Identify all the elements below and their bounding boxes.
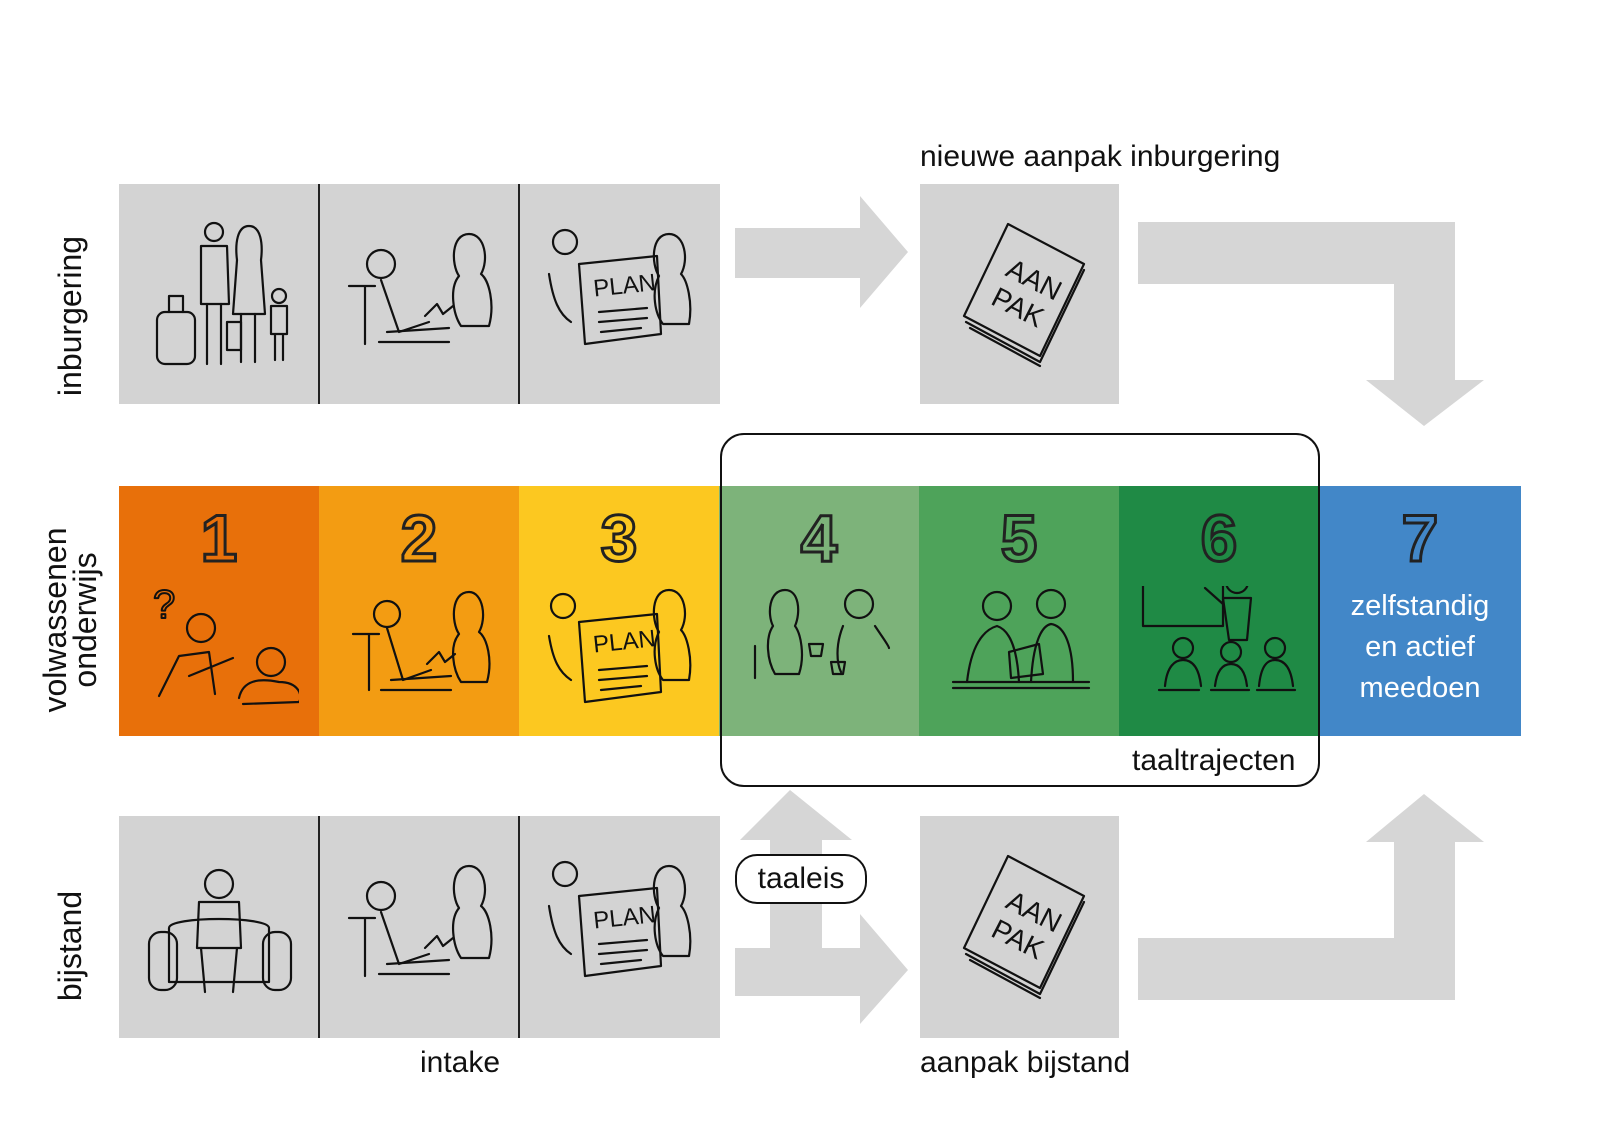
caption-aanpak-bijstand: aanpak bijstand bbox=[920, 1046, 1131, 1079]
conversation-at-desk-icon bbox=[351, 590, 491, 692]
plan-discussion-icon: PLAN bbox=[547, 228, 692, 346]
plan-label-stage: PLAN bbox=[592, 625, 657, 658]
arrow-top-elbow bbox=[1138, 222, 1484, 426]
caption-taaltrajecten: taaltrajecten bbox=[1132, 744, 1296, 777]
caption-intake: intake bbox=[420, 1046, 501, 1079]
final-stage-text: zelfstandig en actief meedoen bbox=[1350, 590, 1490, 704]
book-aanpak-icon: AAN PAK bbox=[962, 222, 1086, 368]
arrow-bottom-to-book bbox=[735, 914, 908, 1024]
plan-label: PLAN bbox=[592, 269, 657, 302]
svg-text:?: ? bbox=[153, 586, 175, 627]
arrow-top-to-book bbox=[735, 196, 908, 308]
taaltrajecten-frame bbox=[720, 433, 1320, 787]
top-book-panel: AAN PAK bbox=[920, 184, 1119, 404]
stage-2: 2 bbox=[319, 486, 519, 736]
stage-7: 7 zelfstandig en actief meedoen bbox=[1319, 486, 1521, 736]
confused-person-with-baby-icon: ? bbox=[152, 586, 299, 706]
person-on-couch-icon bbox=[147, 868, 293, 994]
stage-3: 3 PLAN bbox=[519, 486, 719, 736]
conversation-at-desk-icon bbox=[347, 232, 493, 346]
stage-6: 6 bbox=[1119, 486, 1319, 736]
family-with-luggage-icon bbox=[155, 221, 289, 366]
classroom-icon bbox=[1141, 586, 1297, 692]
plan-discussion-icon: PLAN bbox=[547, 588, 692, 704]
plan-discussion-icon: PLAN bbox=[547, 860, 692, 978]
bottom-panel-strip: PLAN bbox=[119, 816, 720, 1038]
plan-label: PLAN bbox=[592, 901, 657, 934]
caption-nieuwe-aanpak: nieuwe aanpak inburgering bbox=[920, 140, 1281, 173]
conversation-at-desk-icon bbox=[347, 864, 493, 978]
bottom-book-panel: AAN PAK bbox=[920, 816, 1119, 1038]
study-together-icon bbox=[951, 588, 1091, 690]
stage-1: 1 ? bbox=[119, 486, 319, 736]
top-panel-strip: PLAN bbox=[119, 184, 720, 404]
coffee-conversation-icon bbox=[753, 588, 891, 680]
stage-4: 4 bbox=[719, 486, 919, 736]
arrow-bottom-elbow bbox=[1138, 794, 1484, 1000]
taaleis-badge: taaleis bbox=[735, 854, 867, 904]
book-aanpak-icon: AAN PAK bbox=[962, 854, 1086, 1000]
stage-5: 5 bbox=[919, 486, 1119, 736]
